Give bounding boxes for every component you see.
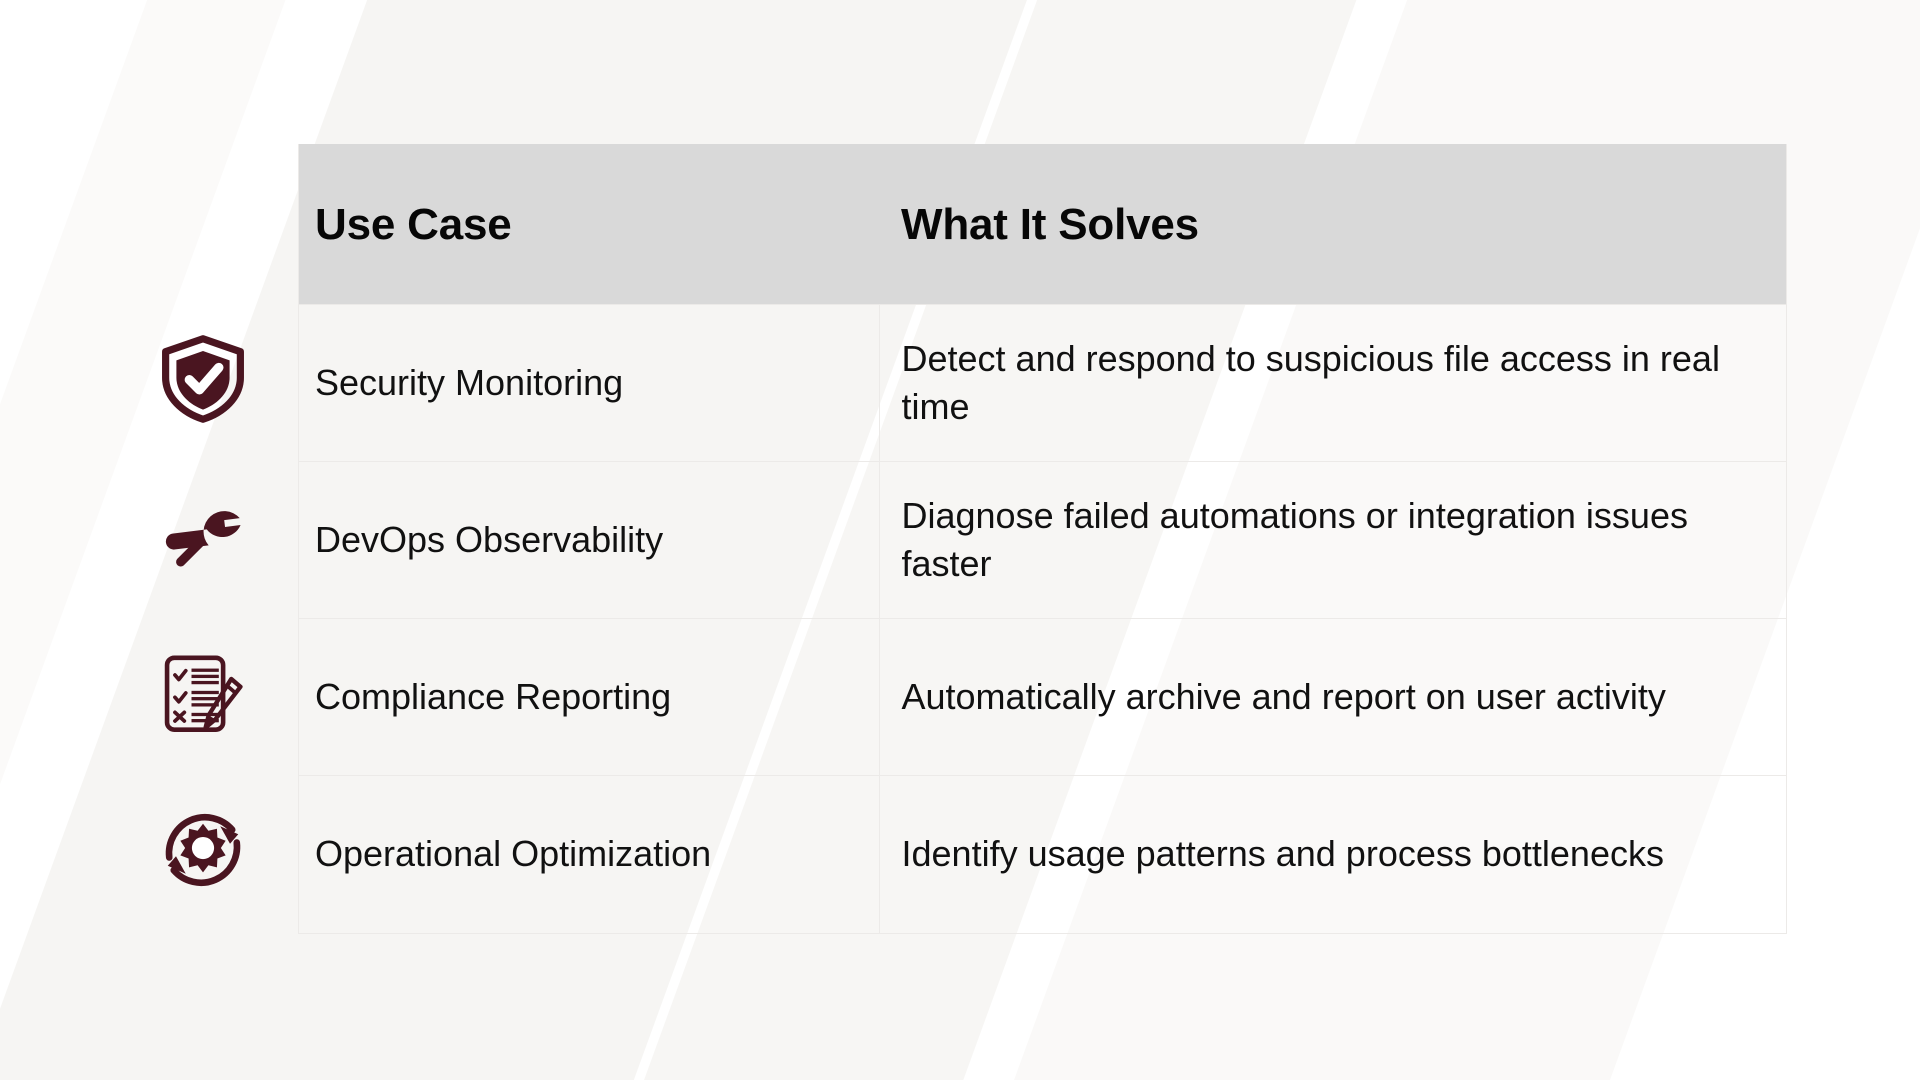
table-row: Operational Optimization Identify usage … <box>299 775 1786 933</box>
table-header: Use Case What It Solves <box>299 144 1786 305</box>
wrench-icon <box>165 510 241 566</box>
table-row: Security Monitoring Detect and respond t… <box>299 304 1786 462</box>
row-icon-slot <box>128 771 278 928</box>
cell-use-case: DevOps Observability <box>299 461 879 619</box>
shield-check-icon <box>162 334 244 423</box>
cell-what-it-solves: Identify usage patterns and process bott… <box>878 775 1786 933</box>
use-case-table: Use Case What It Solves Security Monitor… <box>298 144 1787 934</box>
checklist-pencil-icon <box>164 654 243 732</box>
row-icon-column <box>128 300 278 928</box>
column-header-what-it-solves: What It Solves <box>879 144 1786 305</box>
table-row: Compliance Reporting Automatically archi… <box>299 618 1786 776</box>
cell-use-case: Security Monitoring <box>299 304 879 462</box>
row-icon-slot <box>128 457 278 614</box>
cell-use-case: Compliance Reporting <box>299 618 879 776</box>
table-header-row: Use Case What It Solves <box>299 144 1786 305</box>
column-header-use-case: Use Case <box>299 144 879 305</box>
table-row: DevOps Observability Diagnose failed aut… <box>299 461 1786 619</box>
table-body: Security Monitoring Detect and respond t… <box>299 304 1786 933</box>
cell-use-case: Operational Optimization <box>299 775 879 933</box>
cell-what-it-solves: Detect and respond to suspicious file ac… <box>878 304 1786 462</box>
row-icon-slot <box>128 300 278 457</box>
row-icon-slot <box>128 614 278 771</box>
cell-what-it-solves: Automatically archive and report on user… <box>878 618 1786 776</box>
gear-refresh-icon <box>165 813 241 886</box>
cell-what-it-solves: Diagnose failed automations or integrati… <box>878 461 1786 619</box>
